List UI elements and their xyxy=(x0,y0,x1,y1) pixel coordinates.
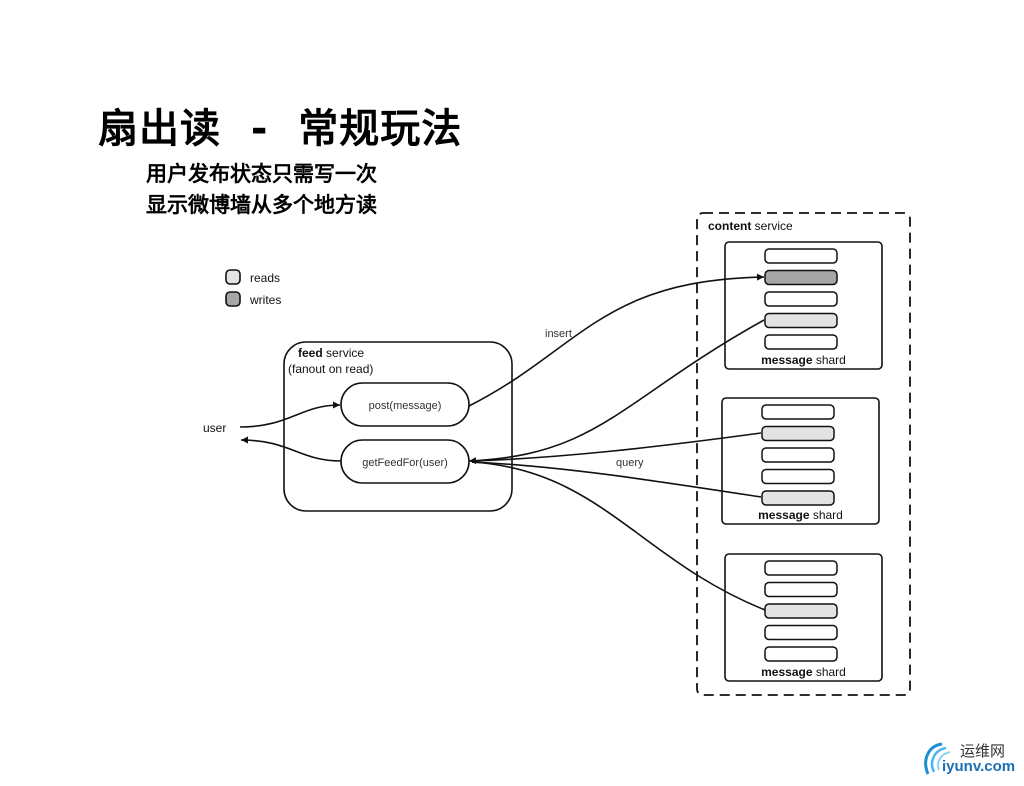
watermark-swirl-icon xyxy=(924,742,951,775)
legend-label-reads: reads xyxy=(250,271,280,285)
message-row-read xyxy=(761,490,835,506)
legend: reads writes xyxy=(225,269,281,307)
shard-label: message shard xyxy=(758,508,843,522)
content-service-title: content service xyxy=(708,219,793,233)
query-label: query xyxy=(616,457,644,469)
edge-query-shard3 xyxy=(471,461,766,611)
watermark-logo: 运维网 iyunv.com xyxy=(920,738,1020,782)
message-row-empty xyxy=(764,560,838,576)
message-shard-2: message shard xyxy=(721,397,880,525)
slide-title: 扇出读 - 常规玩法 xyxy=(98,106,463,152)
legend-swatch-reads xyxy=(225,269,241,285)
feed-service-box xyxy=(283,341,513,512)
message-row-empty xyxy=(761,468,835,485)
message-row-empty xyxy=(764,624,838,641)
message-shard-3: message shard xyxy=(724,553,883,682)
watermark-en: iyunv.com xyxy=(942,758,1016,775)
legend-label-writes: writes xyxy=(249,293,281,307)
message-row-read xyxy=(761,425,835,442)
message-row-empty xyxy=(764,581,838,598)
message-row-write xyxy=(764,269,838,286)
shard-label: message shard xyxy=(761,353,846,367)
message-shard-1: message shard xyxy=(724,241,883,370)
insert-label: insert xyxy=(545,328,572,340)
edge-query-shard2a xyxy=(471,432,762,462)
message-row-empty xyxy=(761,404,835,420)
feed-service-title: feed service xyxy=(298,346,364,360)
message-row-empty xyxy=(764,248,838,264)
edge-query-shard2b xyxy=(471,461,762,498)
edge-insert xyxy=(468,273,765,407)
get-feed-for-label: getFeedFor(user) xyxy=(362,457,448,469)
user-label: user xyxy=(203,421,226,435)
shard-label: message shard xyxy=(761,665,846,679)
content-service-box xyxy=(696,212,911,696)
content-service: content service xyxy=(696,212,911,696)
message-row-empty xyxy=(761,447,835,463)
subtitle-line-1: 用户发布状态只需写一次 xyxy=(146,162,377,186)
feed-service-subtitle: (fanout on read) xyxy=(288,362,373,376)
edge-user-to-post xyxy=(239,401,341,428)
message-row-empty xyxy=(764,334,838,350)
edge-getfeed-to-user xyxy=(240,436,342,462)
message-row-empty xyxy=(764,646,838,662)
subtitle-line-2: 显示微博墙从多个地方读 xyxy=(146,193,377,217)
edge-query-shard1 xyxy=(468,319,765,465)
post-message-label: post(message) xyxy=(369,400,442,412)
message-row-read xyxy=(764,603,838,619)
message-row-empty xyxy=(764,291,838,307)
post-message-node[interactable] xyxy=(340,382,470,427)
watermark-cn: 运维网 xyxy=(960,742,1006,760)
legend-swatch-writes xyxy=(225,291,241,307)
feed-service: feed service (fanout on read) post(messa… xyxy=(283,341,513,512)
message-row-read xyxy=(764,312,838,329)
